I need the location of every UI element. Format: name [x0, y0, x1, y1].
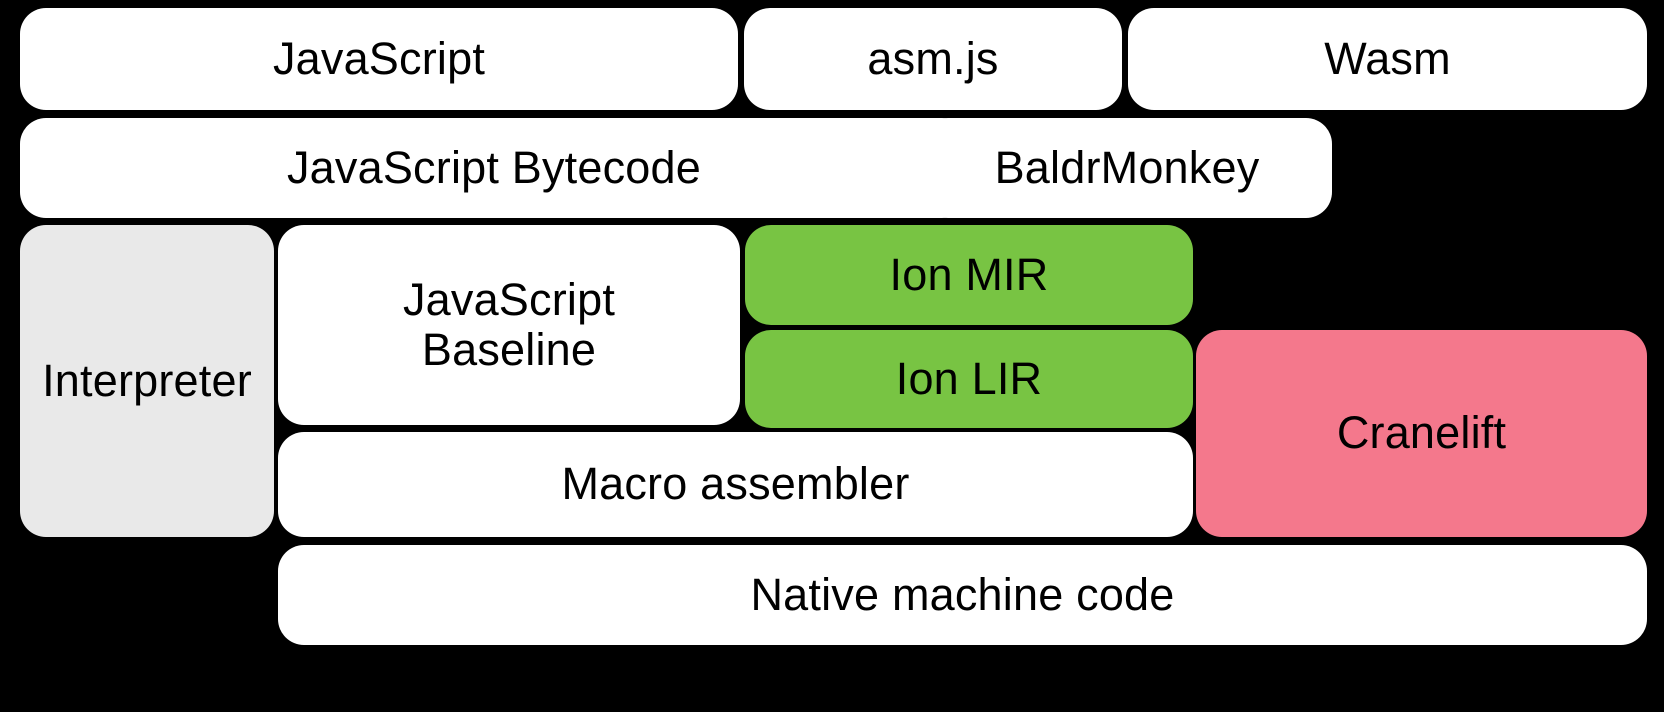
node-javascript-baseline: JavaScript Baseline — [278, 225, 740, 425]
node-interpreter: Interpreter — [20, 225, 274, 537]
node-native-machine-code: Native machine code — [278, 545, 1647, 645]
node-javascript: JavaScript — [20, 8, 738, 110]
node-baldrmonkey: BaldrMonkey — [922, 118, 1332, 218]
node-cranelift: Cranelift — [1196, 330, 1647, 537]
node-javascript-bytecode: JavaScript Bytecode — [20, 118, 968, 218]
node-wasm: Wasm — [1128, 8, 1647, 110]
node-asmjs: asm.js — [744, 8, 1122, 110]
node-ion-lir: Ion LIR — [745, 330, 1193, 428]
node-macro-assembler: Macro assembler — [278, 432, 1193, 537]
node-ion-mir: Ion MIR — [745, 225, 1193, 325]
